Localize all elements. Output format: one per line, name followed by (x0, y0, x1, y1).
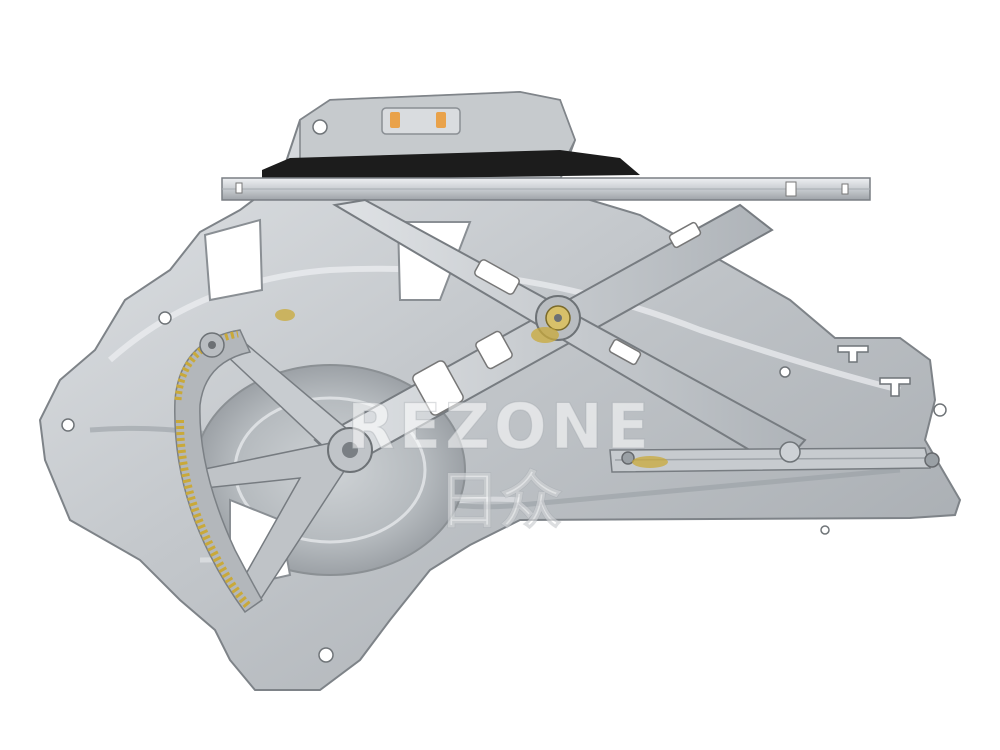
pivot-gear (199, 332, 225, 358)
grease-spots (275, 309, 668, 468)
lower-slide-rail (609, 441, 940, 473)
watermark: REZONE 日众 (346, 389, 653, 537)
watermark-chinese: 日众 (438, 464, 562, 537)
watermark-brand: REZONE (347, 390, 653, 463)
pivot-center (535, 295, 581, 341)
felt-strip (262, 150, 640, 180)
gear-sector (174, 329, 263, 614)
pivot-lower (327, 427, 373, 473)
glass-rail (221, 177, 871, 201)
